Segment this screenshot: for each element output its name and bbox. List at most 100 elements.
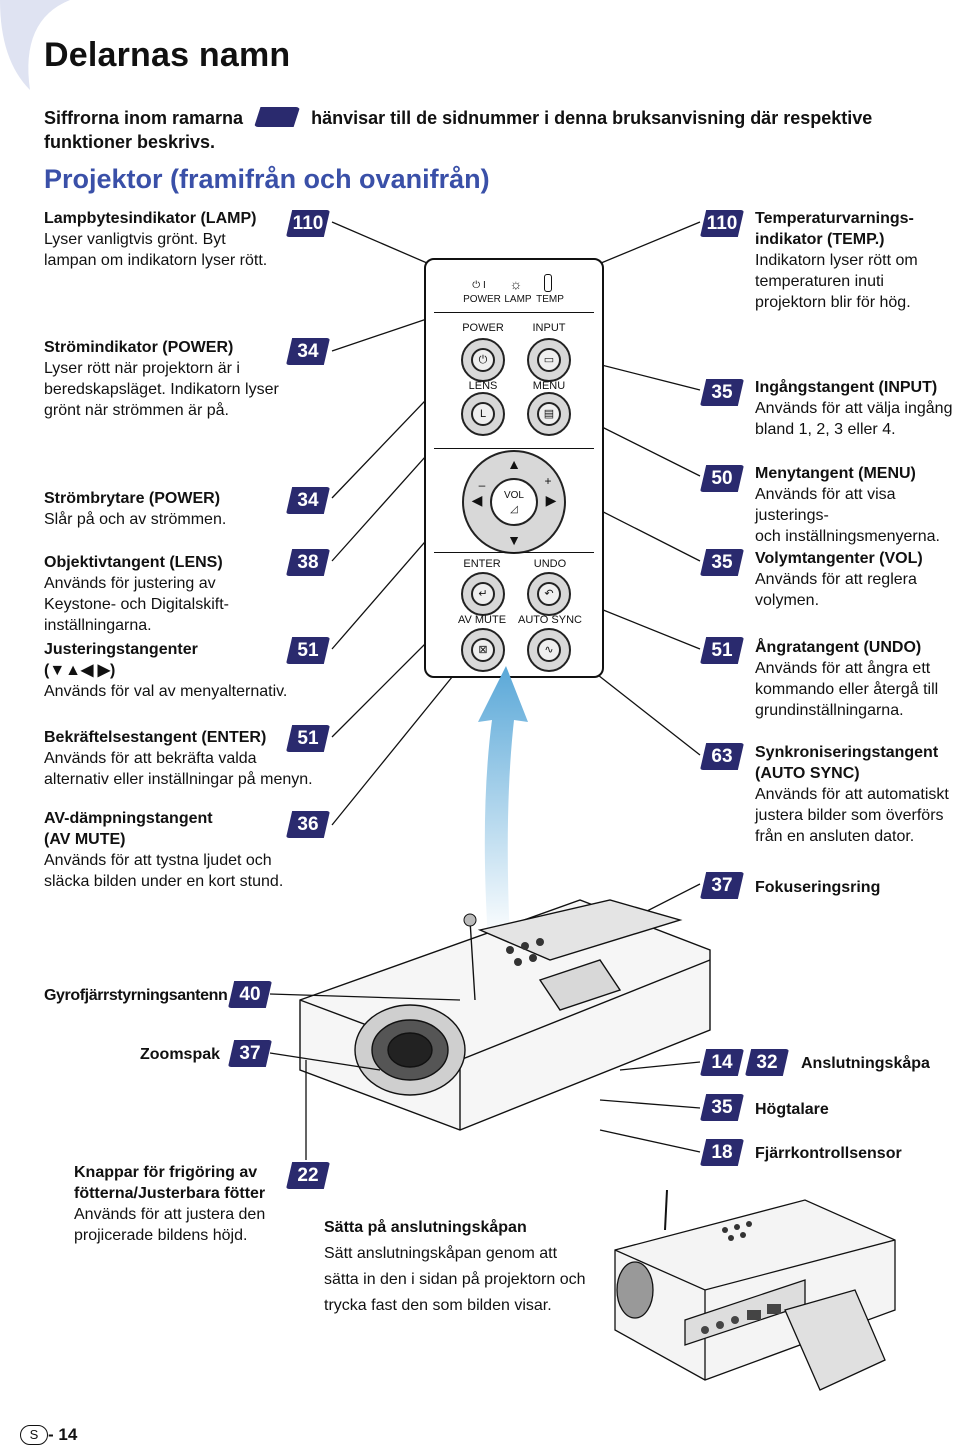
intro-part2: hänvisar till de sidnummer i denna bruks… bbox=[311, 108, 873, 128]
label-autosync-button: Synkroniseringstangent(AUTO SYNC)Används… bbox=[755, 744, 949, 845]
page-ref-lens: 38 bbox=[286, 549, 330, 576]
undo-icon: ↶ bbox=[537, 582, 561, 606]
attach-cover-instructions: Sätta på anslutningskåpan Sätt anslutnin… bbox=[324, 1219, 586, 1314]
undo-button-label: UNDO bbox=[533, 558, 567, 570]
vol-label: VOL bbox=[503, 490, 524, 501]
intro-part1: Siffrorna inom ramarna bbox=[44, 108, 244, 128]
projector-cover-illustration bbox=[614, 1190, 896, 1391]
down-button[interactable]: ▼ bbox=[507, 532, 521, 548]
page-ref-vol: 35 bbox=[700, 549, 744, 576]
input-button-label: INPUT bbox=[532, 322, 566, 334]
label-power-button: Strömbrytare (POWER)Slår på och av ström… bbox=[44, 490, 227, 528]
avmute-button[interactable]: ⊠ bbox=[461, 628, 505, 672]
label-menu-button: Menytangent (MENU)Används för att visa j… bbox=[755, 465, 940, 545]
corner-decoration bbox=[0, 0, 70, 90]
avmute-button-label: AV MUTE bbox=[457, 614, 507, 626]
page-ref-enter: 51 bbox=[286, 725, 330, 752]
label-temp-indicator: Temperaturvarnings-indikator (TEMP.)Indi… bbox=[755, 210, 918, 311]
label-gyro-antenna: Gyrofjärrstyrningsantenn bbox=[44, 987, 228, 1004]
lens-icon: L bbox=[471, 402, 495, 426]
intro-text: Siffrorna inom ramarna hänvisar till de … bbox=[44, 106, 944, 154]
enter-button[interactable]: ↵ bbox=[461, 572, 505, 616]
label-avmute-button: AV-dämpningstangent(AV MUTE)Används för … bbox=[44, 810, 284, 890]
page-ref-feet: 22 bbox=[286, 1162, 330, 1189]
control-panel: ⏻ I ☼ POWER LAMP TEMP POWER INPUT ⏻ ▭ LE… bbox=[424, 258, 604, 678]
vol-center bbox=[490, 478, 538, 526]
menu-button[interactable]: ▤ bbox=[527, 392, 571, 436]
lens-button-label: LENS bbox=[468, 380, 498, 392]
vol-ramp-icon: ◿ bbox=[510, 504, 518, 515]
autosync-button-label: AUTO SYNC bbox=[518, 614, 582, 626]
label-speaker: Högtalare bbox=[755, 1101, 829, 1118]
label-vol-buttons: Volymtangenter (VOL)Används för att regl… bbox=[755, 550, 923, 609]
panel-divider-2 bbox=[434, 448, 594, 449]
label-enter-button: Bekräftelsestangent (ENTER)Används för a… bbox=[44, 729, 313, 788]
page-ref-menu: 50 bbox=[700, 465, 744, 492]
label-focus-ring: Fokuseringsring bbox=[755, 879, 881, 896]
ind-temp-label: TEMP bbox=[536, 294, 564, 305]
menu-icon: ▤ bbox=[537, 402, 561, 426]
temp-indicator-icon bbox=[538, 274, 558, 295]
page-ref-gyro: 40 bbox=[228, 981, 272, 1008]
page-ref-undo: 51 bbox=[700, 637, 744, 664]
panel-divider-3 bbox=[434, 552, 594, 553]
page-ref-autosync: 63 bbox=[700, 743, 744, 770]
section-title: Projektor (framifrån och ovanifrån) bbox=[44, 164, 490, 194]
label-power-indicator: Strömindikator (POWER)Lyser rött när pro… bbox=[44, 339, 279, 419]
page-ref-lamp: 110 bbox=[286, 210, 330, 237]
page-number: - 14 bbox=[48, 1425, 78, 1444]
power-button-label: POWER bbox=[462, 322, 504, 334]
label-input-button: Ingångstangent (INPUT)Används för att vä… bbox=[755, 379, 953, 438]
vol-minus-icon[interactable]: – bbox=[478, 478, 486, 492]
ind-power-label: POWER bbox=[463, 294, 501, 305]
label-remote-sensor: Fjärrkontrollsensor bbox=[755, 1145, 902, 1162]
right-button[interactable]: ▶ bbox=[545, 492, 557, 508]
label-zoom-lever: Zoomspak bbox=[140, 1046, 221, 1063]
page-ref-avmute: 36 bbox=[286, 811, 330, 838]
direction-pad: VOL ◿ ▲ ▼ ◀ ▶ – + bbox=[462, 450, 566, 554]
page-ref-adjust: 51 bbox=[286, 637, 330, 664]
label-adjust-buttons: Justeringstangenter(▼▲◀ ▶)Används för va… bbox=[44, 641, 288, 700]
power-button[interactable]: ⏻ bbox=[461, 338, 505, 382]
label-undo-button: Ångratangent (UNDO)Används för att ångra… bbox=[755, 639, 939, 719]
page-number-value: 14 bbox=[58, 1425, 78, 1444]
attach-title: Sätta på anslutningskåpan bbox=[324, 1219, 527, 1236]
undo-button[interactable]: ↶ bbox=[527, 572, 571, 616]
page-ref-temp: 110 bbox=[700, 210, 744, 237]
page-ref-sensor: 18 bbox=[700, 1139, 744, 1166]
enter-button-label: ENTER bbox=[463, 558, 501, 570]
page-ref-power-button: 34 bbox=[286, 487, 330, 514]
page-title: Delarnas namn bbox=[44, 36, 291, 74]
page-ref-speaker: 35 bbox=[700, 1094, 744, 1121]
vol-plus-icon[interactable]: + bbox=[544, 474, 552, 488]
page-ref-power-indicator: 34 bbox=[286, 338, 330, 365]
menu-button-label: MENU bbox=[532, 380, 566, 392]
ind-lamp-label: LAMP bbox=[504, 294, 532, 305]
left-button[interactable]: ◀ bbox=[471, 492, 483, 508]
page-ref-focus: 37 bbox=[700, 872, 744, 899]
up-button[interactable]: ▲ bbox=[507, 456, 521, 472]
panel-divider bbox=[434, 312, 594, 313]
autosync-button[interactable]: ∿ bbox=[527, 628, 571, 672]
projector-illustration bbox=[299, 899, 711, 1131]
label-connection-cover: Anslutningskåpa bbox=[801, 1055, 930, 1072]
pointer-arrow bbox=[478, 666, 528, 940]
page-ref-cover-2: 32 bbox=[745, 1049, 789, 1076]
lamp-indicator-icon: ☼ bbox=[509, 276, 523, 292]
power-indicator-icon: ⏻ I bbox=[472, 280, 486, 291]
lens-button[interactable]: L bbox=[461, 392, 505, 436]
intro-line2: funktioner beskrivs. bbox=[44, 132, 216, 152]
page-ref-box-icon bbox=[254, 107, 301, 127]
power-icon: ⏻ bbox=[471, 348, 495, 372]
page-ref-input: 35 bbox=[700, 379, 744, 406]
enter-icon: ↵ bbox=[471, 582, 495, 606]
input-icon: ▭ bbox=[537, 348, 561, 372]
label-lamp-indicator: Lampbytesindikator (LAMP)Lyser vanligtvi… bbox=[44, 210, 268, 269]
autosync-icon: ∿ bbox=[537, 638, 561, 662]
input-button[interactable]: ▭ bbox=[527, 338, 571, 382]
avmute-icon: ⊠ bbox=[471, 638, 495, 662]
page-ref-zoom: 37 bbox=[228, 1040, 272, 1067]
page-ref-cover-1: 14 bbox=[700, 1049, 744, 1076]
page-side-badge: S bbox=[20, 1425, 48, 1445]
